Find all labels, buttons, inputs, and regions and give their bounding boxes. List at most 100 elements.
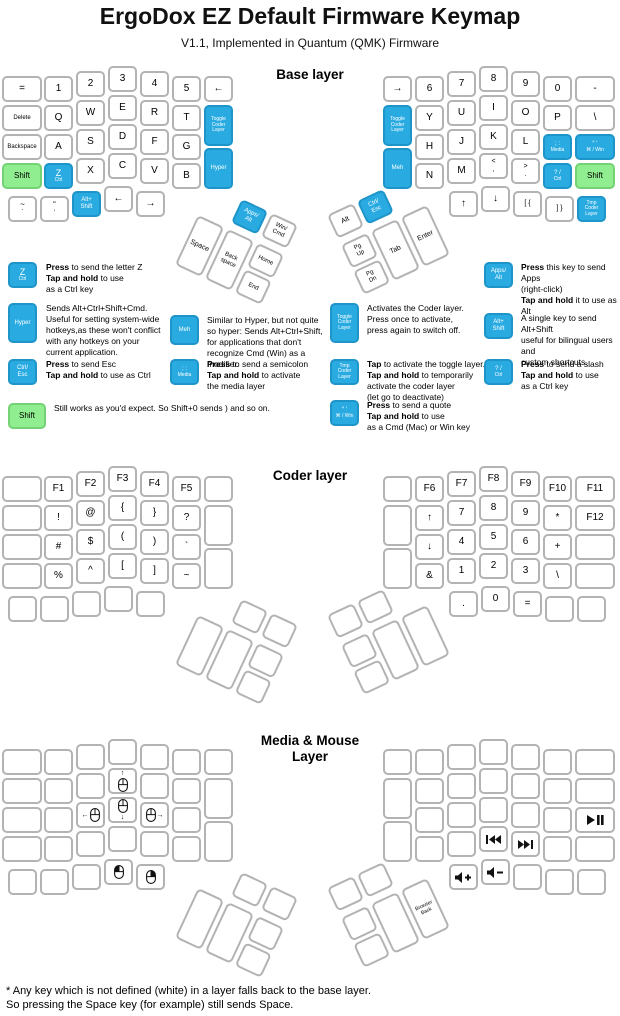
key-label: = bbox=[524, 598, 531, 610]
legend-line: so hyper: Sends Alt+Ctrl+Shift, bbox=[207, 326, 323, 337]
mouse-up-icon: ↑ bbox=[117, 770, 128, 792]
key-x: X bbox=[76, 158, 105, 184]
key-ctrl-esc: Ctrl/Esc bbox=[356, 188, 395, 225]
key-label: V bbox=[151, 165, 158, 177]
key-label: Ctrl bbox=[18, 276, 27, 283]
key-label: 1 bbox=[458, 565, 465, 577]
key-label: ~ bbox=[183, 570, 190, 582]
key-blank bbox=[108, 739, 137, 765]
key-label: Toggle bbox=[211, 116, 226, 123]
key-label: ( bbox=[120, 531, 125, 543]
key-label: Y bbox=[426, 112, 433, 124]
key-blank bbox=[383, 505, 412, 546]
footnote: * Any key which is not defined (white) i… bbox=[6, 984, 371, 1013]
key-blank bbox=[260, 612, 299, 649]
key-blank bbox=[76, 831, 105, 857]
key-f9: F9 bbox=[511, 471, 540, 497]
key-play-pause bbox=[575, 807, 615, 833]
key-blank bbox=[415, 778, 444, 804]
key-f: F bbox=[140, 129, 169, 155]
key-blank bbox=[383, 548, 412, 589]
key-hash: # bbox=[44, 534, 73, 560]
key-2: 2 bbox=[76, 71, 105, 97]
key-label: ; : bbox=[554, 140, 560, 147]
key-label: 5 bbox=[183, 83, 190, 95]
key-label: ? bbox=[183, 512, 190, 524]
page-subtitle: V1.1, Implemented in Quantum (QMK) Firmw… bbox=[180, 36, 440, 50]
key-label: Q bbox=[54, 112, 63, 124]
legend-line: hotkeys,as these won't conflict bbox=[46, 325, 161, 336]
layer-label-media: Media & Mouse Layer bbox=[260, 733, 360, 764]
key-4: 4 bbox=[447, 529, 476, 555]
key-j: J bbox=[447, 129, 476, 155]
legend-line: Similar to Hyper, but not quite bbox=[207, 315, 319, 325]
legend-line: as a Cmd (Mac) or Win key bbox=[367, 422, 470, 433]
key-blank bbox=[326, 602, 365, 639]
legend-line: Useful for setting system-wide bbox=[46, 314, 160, 325]
key-label: → bbox=[392, 83, 403, 95]
key-blank bbox=[76, 773, 105, 799]
key-q: Q bbox=[44, 105, 73, 131]
key-percent: % bbox=[44, 563, 73, 589]
legend-line: Tap and hold to use bbox=[46, 273, 124, 284]
key-label: ‘ bbox=[53, 210, 56, 217]
key-label: 1 bbox=[55, 83, 62, 95]
key-blank bbox=[575, 778, 615, 804]
legend-line: the media layer bbox=[207, 381, 266, 392]
key-close-paren: ) bbox=[140, 529, 169, 555]
key-label: Media bbox=[550, 146, 565, 153]
key-hyper: Hyper bbox=[204, 148, 233, 189]
key-label: F3 bbox=[116, 473, 129, 485]
key-f4: F4 bbox=[140, 471, 169, 497]
key-label: ] bbox=[153, 565, 156, 577]
key-label: F6 bbox=[423, 483, 436, 495]
key-mouse-btn1 bbox=[104, 859, 133, 885]
key-alt: Alt bbox=[326, 202, 365, 239]
key-blank bbox=[108, 826, 137, 852]
key-label: I bbox=[492, 102, 495, 114]
key-f12: F12 bbox=[575, 505, 615, 531]
key-blank bbox=[8, 869, 37, 895]
key-label: Delete bbox=[13, 114, 31, 121]
key-blank bbox=[40, 869, 69, 895]
key-semicolon-media: ; :Media bbox=[170, 359, 199, 385]
key-label: ↑ bbox=[427, 512, 432, 524]
key-label: Alt bbox=[243, 215, 253, 224]
key-label: { bbox=[120, 502, 125, 514]
key-w: W bbox=[76, 100, 105, 126]
key-blank bbox=[140, 831, 169, 857]
key-label: 8 bbox=[490, 502, 497, 514]
key-period: . bbox=[449, 591, 478, 617]
key-meh: Meh bbox=[170, 315, 199, 345]
key-label: F5 bbox=[180, 483, 193, 495]
key-ampersand: & bbox=[415, 563, 444, 589]
key-label: 4 bbox=[151, 78, 158, 90]
mouse-right-icon: → bbox=[145, 808, 164, 822]
legend-line: Press this key to send Apps bbox=[521, 262, 606, 284]
key-close-brace: } bbox=[140, 500, 169, 526]
key-label: 6 bbox=[522, 536, 529, 548]
key-asterisk: * bbox=[543, 505, 572, 531]
key-mouse-btn2 bbox=[136, 864, 165, 890]
key-blank bbox=[575, 563, 615, 589]
key-label: F1 bbox=[52, 483, 65, 495]
key-dollar: $ bbox=[76, 529, 105, 555]
key-label: ← bbox=[113, 193, 124, 205]
key-blank bbox=[479, 739, 508, 765]
key-u: U bbox=[447, 100, 476, 126]
key-label: 4 bbox=[458, 536, 465, 548]
key-y: Y bbox=[415, 105, 444, 131]
key-label: Tmp bbox=[339, 362, 350, 369]
key-o: O bbox=[511, 100, 540, 126]
key-8: 8 bbox=[479, 66, 508, 92]
key-label: Shift bbox=[586, 170, 603, 180]
key-label: [ bbox=[121, 560, 124, 572]
key-0: 0 bbox=[543, 76, 572, 102]
key-a: A bbox=[44, 134, 73, 160]
key-blank bbox=[2, 749, 42, 775]
key-blank bbox=[2, 476, 42, 502]
legend-line: activate the coder layer bbox=[367, 381, 455, 392]
key-label: Ctrl bbox=[553, 175, 562, 182]
